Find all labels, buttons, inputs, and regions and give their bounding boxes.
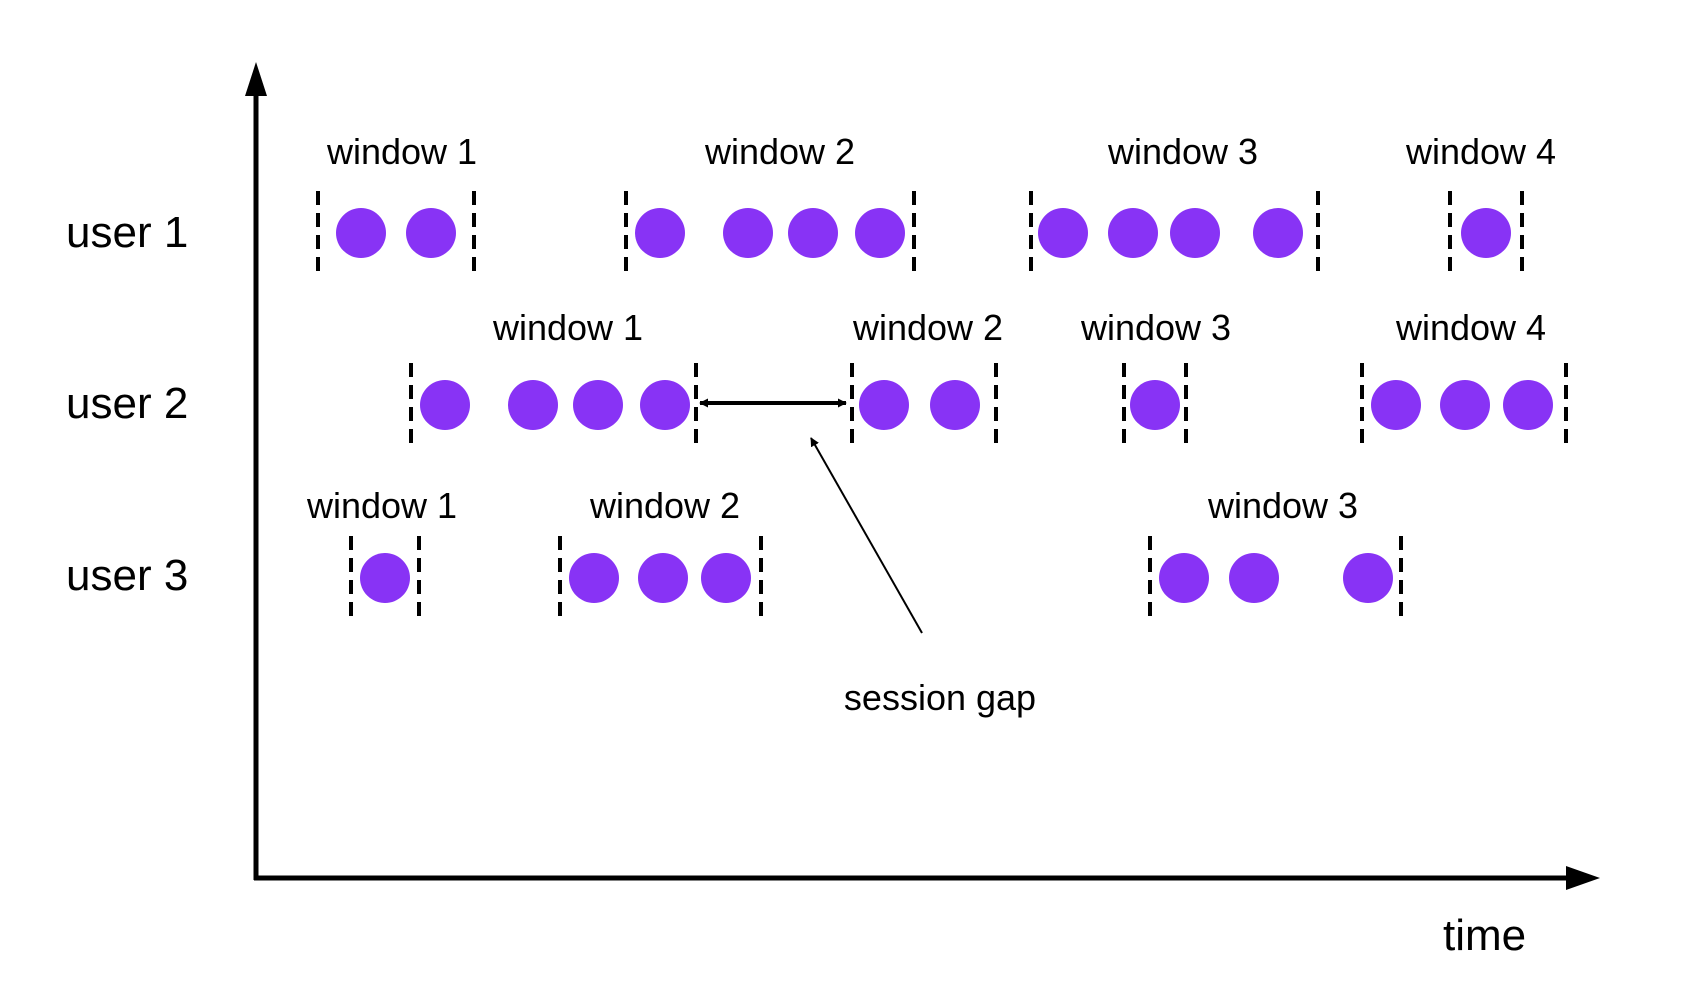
u2-window-3-label: window 3 [1080,307,1231,348]
event-dot [1229,553,1279,603]
y-axis-arrowhead [245,62,267,96]
u3-window-2-label: window 2 [589,485,740,526]
user-3-window-2 [558,536,763,620]
event-dot [930,380,980,430]
event-dot [573,380,623,430]
event-dot [701,553,751,603]
event-dot [723,208,773,258]
user-1-window-2 [624,191,916,275]
event-dot [569,553,619,603]
event-dot [855,208,905,258]
user-2-window-4 [1360,363,1568,447]
event-dot [1371,380,1421,430]
user-1-window-3 [1029,191,1320,275]
u1-window-3-label: window 3 [1107,131,1258,172]
event-dot [360,553,410,603]
event-dot [788,208,838,258]
user-label-3: user 3 [66,551,188,600]
x-axis-arrowhead [1566,866,1600,890]
windows-layer [316,191,1568,620]
u1-window-1-label: window 1 [326,131,477,172]
event-dot [406,208,456,258]
event-dot [1108,208,1158,258]
u2-window-4-label: window 4 [1395,307,1546,348]
user-2-window-3 [1122,363,1188,447]
event-dot [1503,380,1553,430]
user-2-window-2 [850,363,998,447]
u1-window-2-label: window 2 [704,131,855,172]
event-dot [859,380,909,430]
session-gap-pointer-arrow [810,437,923,634]
u2-window-1-label: window 1 [492,307,643,348]
event-dot [1253,208,1303,258]
event-dot [1130,380,1180,430]
event-dot [1038,208,1088,258]
event-dot [635,208,685,258]
u2-window-2-label: window 2 [852,307,1003,348]
user-3-window-3 [1148,536,1403,620]
session-gap-label: session gap [844,677,1036,718]
event-dot [640,380,690,430]
event-dot [1440,380,1490,430]
user-1-window-1 [316,191,476,275]
event-dot [508,380,558,430]
event-dot [1170,208,1220,258]
event-dot [1461,208,1511,258]
user-1-window-4 [1448,191,1524,275]
event-dot [336,208,386,258]
u3-window-3-label: window 3 [1207,485,1358,526]
user-3-window-1 [349,536,421,620]
u3-window-1-label: window 1 [306,485,457,526]
user-label-2: user 2 [66,379,188,428]
event-dot [638,553,688,603]
event-dot [1159,553,1209,603]
event-dot [420,380,470,430]
user-label-1: user 1 [66,208,188,257]
u1-window-4-label: window 4 [1405,131,1556,172]
user-2-window-1 [409,363,698,447]
x-axis-label: time [1443,911,1526,960]
event-dot [1343,553,1393,603]
